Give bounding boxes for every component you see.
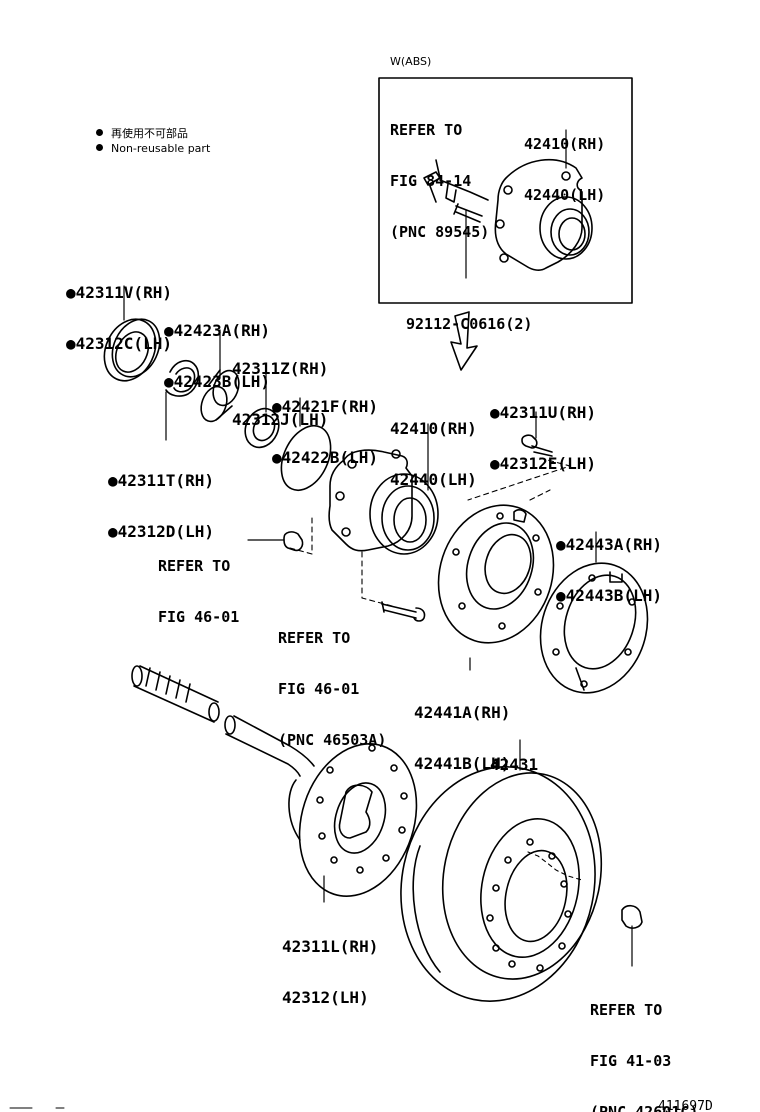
label-axle-shaft[interactable]: 42311L(RH) 42312(LH) (282, 904, 378, 1040)
axle-hub-icon (328, 423, 439, 555)
label-spacer[interactable]: ●42423A(RH) ●42423B(LH) (164, 288, 270, 424)
label-refer-disc-nut[interactable]: REFER TO FIG 41-03 (PNC 42601C) (590, 968, 698, 1112)
figure-code: 411697D (658, 1064, 713, 1112)
spacer-icon (200, 329, 240, 423)
backing-plate-icon (437, 504, 555, 671)
oil-seal-outer-icon (103, 285, 161, 382)
label-o-ring[interactable]: ●42421F(RH) ●42422B(LH) (272, 364, 378, 500)
brake-disc-icon (400, 739, 603, 1002)
label-line: ●42312D(LH) (108, 522, 214, 541)
label-line: 42312(LH) (282, 988, 369, 1007)
label-line: FIG 41-03 (590, 1052, 672, 1070)
label-gasket[interactable]: ●42443A(RH) ●42443B(LH) (556, 502, 662, 638)
legend: 再使用不可部品 Non-reusable part (96, 126, 210, 156)
label-abs-hub[interactable]: 42410(RH) 42440(LH) (524, 102, 605, 238)
abs-box-title: W(ABS) (390, 55, 432, 68)
label-line: ●42443A(RH) (556, 535, 662, 554)
label-line: 42440(LH) (524, 186, 606, 204)
label-line: REFER TO (590, 1001, 663, 1019)
label-line: ●42423A(RH) (164, 321, 270, 340)
o-ring-icon (280, 397, 332, 491)
label-seal-outer[interactable]: ●42311V(RH) ●42312C(LH) (66, 250, 172, 386)
label-line: 42410(RH) (390, 419, 477, 438)
label-line: 42311Z(RH) (232, 359, 329, 378)
label-line: REFER TO (390, 121, 463, 139)
label-line: ●42311V(RH) (66, 283, 172, 302)
label-refer-bolt[interactable]: REFER TO FIG 46-01 (PNC 46503A) (278, 596, 386, 783)
legend-row-jp: 再使用不可部品 (96, 126, 210, 141)
label-abs-refer[interactable]: REFER TO FIG 84-14 (PNC 89545) (390, 88, 489, 275)
label-line: ●42311U(RH) (490, 403, 596, 422)
label-disc[interactable]: 42431 (490, 722, 538, 807)
label-line: 42311L(RH) (282, 937, 379, 956)
hub-bolt-icon (381, 601, 426, 622)
label-line: ●42311T(RH) (108, 471, 214, 490)
label-line: REFER TO (278, 629, 351, 647)
gasket-icon (539, 531, 649, 694)
inner-seal-icon (244, 367, 280, 449)
label-line: FIG 84-14 (390, 172, 472, 190)
label-line: (PNC 89545) (390, 223, 490, 241)
label-line: ●42422B(LH) (272, 448, 378, 467)
top-bolt-icon (521, 411, 553, 457)
abs-bolt-icon (453, 203, 483, 279)
label-line: FIG 46-01 (158, 608, 240, 626)
label-refer-nut[interactable]: REFER TO FIG 46-01 (158, 524, 239, 660)
label-line: ●42443B(LH) (556, 586, 662, 605)
label-line: FIG 46-01 (278, 680, 360, 698)
label-line: 42441B(LH) (414, 754, 511, 773)
abs-inset-box (378, 77, 633, 304)
down-arrow-icon (450, 311, 478, 371)
legend-text: 再使用不可部品 (111, 127, 188, 140)
label-hub[interactable]: 42410(RH) 42440(LH) (390, 386, 477, 522)
hub-nut-icon (247, 531, 304, 552)
label-line: ●42312C(LH) (66, 334, 172, 353)
label-inner-seal[interactable]: 42311Z(RH) 42312J(LH) (232, 326, 328, 462)
axle-shaft-icon (131, 665, 418, 903)
label-backing-plate[interactable]: 42441A(RH) 42441B(LH) (414, 670, 510, 806)
label-line: 42431 (490, 755, 539, 774)
label-line: 92112-C0616(2) (406, 315, 533, 333)
label-line: REFER TO (158, 557, 231, 575)
bullet-icon (96, 144, 103, 151)
legend-text: Non-reusable part (111, 142, 211, 155)
label-abs-bolt[interactable]: 92112-C0616(2) (406, 282, 532, 367)
snap-ring-icon (165, 359, 200, 441)
disc-nut-icon (621, 904, 643, 967)
label-line: 42410(RH) (524, 135, 606, 153)
label-line: 42312J(LH) (232, 410, 329, 429)
label-line: ●42423B(LH) (164, 372, 270, 391)
bullet-icon (96, 129, 103, 136)
label-line: 42441A(RH) (414, 703, 511, 722)
label-snap-ring[interactable]: ●42311T(RH) ●42312D(LH) (108, 438, 214, 574)
abs-hub-icon (494, 129, 593, 271)
label-line: ●42421F(RH) (272, 397, 378, 416)
abs-sensor-icon (423, 159, 489, 203)
legend-row-en: Non-reusable part (96, 141, 210, 156)
label-line: ●42312E(LH) (490, 454, 596, 473)
label-line: (PNC 46503A) (278, 731, 387, 749)
label-top-bolt[interactable]: ●42311U(RH) ●42312E(LH) (490, 370, 596, 506)
label-line: 42440(LH) (390, 470, 477, 489)
label-line: (PNC 42601C) (590, 1103, 699, 1112)
label-line: 411697D (658, 1099, 713, 1112)
